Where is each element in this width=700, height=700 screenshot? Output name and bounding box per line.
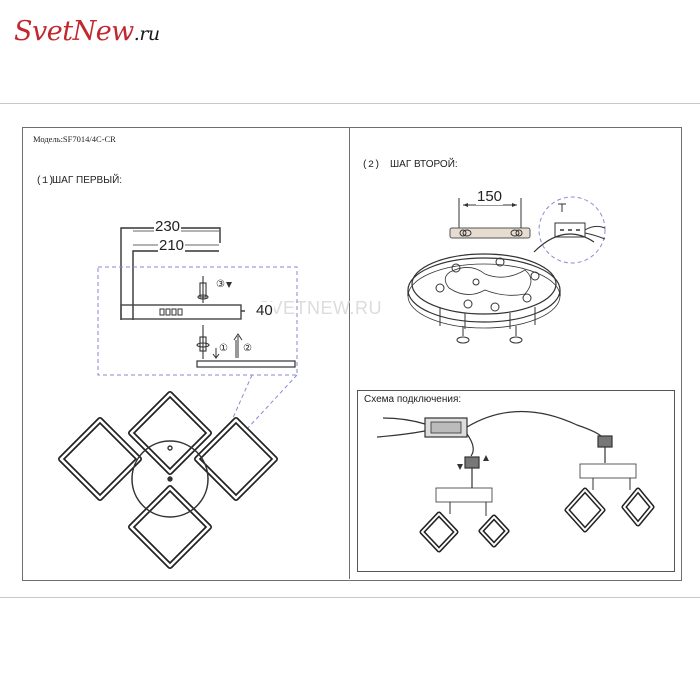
- ceiling-plate: [196, 360, 296, 368]
- sheet-column-divider: [349, 127, 350, 579]
- site-logo[interactable]: SvetNew.ru: [14, 16, 160, 47]
- dimension-150: 150: [476, 188, 504, 205]
- instruction-sheet: [22, 127, 682, 581]
- top-divider: [0, 103, 700, 104]
- step-marker-1: ①: [219, 343, 228, 354]
- logo-text: SvetNew: [14, 16, 134, 47]
- diamond-left: [58, 417, 142, 501]
- fixture-mounts: [435, 257, 540, 312]
- dimension-230: 230: [154, 218, 182, 235]
- step1-title: ШАГ ПЕРВЫЙ:: [52, 175, 123, 186]
- screw-top: [197, 276, 209, 303]
- bracket-inner: [132, 250, 219, 320]
- detail-callout-box: [97, 266, 298, 376]
- step2-bracket: [449, 227, 531, 239]
- logo-suffix: .ru: [133, 23, 160, 45]
- model-label: Модель:SF7014/4C-CR: [33, 134, 116, 144]
- bracket-plate: [120, 304, 242, 320]
- diamond-bottom: [128, 485, 212, 569]
- watermark: SVETNEW.RU: [258, 298, 383, 318]
- screw-bottom: [196, 325, 210, 359]
- wiring-diagram: [376, 410, 637, 516]
- step-marker-3: ③: [216, 279, 225, 290]
- center-hub: [131, 440, 209, 518]
- bracket-slots: [159, 308, 183, 316]
- step2-number: (2): [362, 160, 381, 171]
- step2-title: ШАГ ВТОРОЙ:: [390, 159, 458, 170]
- wiring-scheme-title: Схема подключения:: [364, 394, 462, 405]
- scheme-diamonds: [419, 487, 655, 553]
- wire-callout: [538, 196, 606, 264]
- dimension-40: 40: [255, 302, 274, 319]
- bottom-divider: [0, 597, 700, 598]
- ring-fixture: [407, 253, 561, 344]
- step-marker-2: ②: [243, 343, 252, 354]
- step1-number: (1): [36, 176, 55, 187]
- wiring-scheme-panel: [357, 390, 675, 572]
- dimension-210: 210: [158, 237, 186, 254]
